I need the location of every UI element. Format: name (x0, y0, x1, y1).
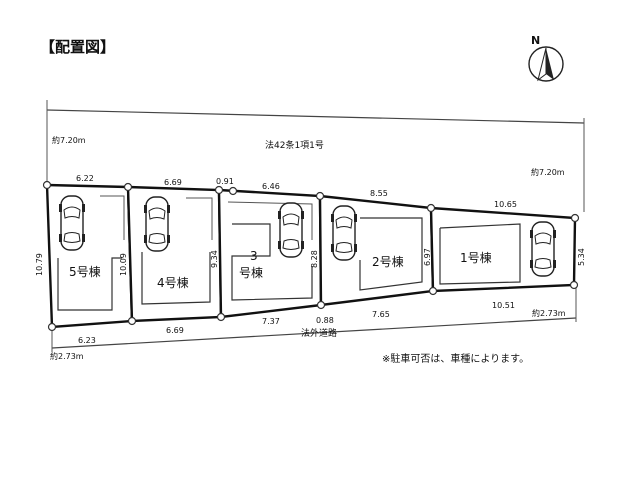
dim-bottom-5: 7.65 (372, 310, 390, 319)
dim-vertical-5: 6.97 (423, 248, 432, 266)
dim-vertical-1: 10.79 (35, 253, 44, 276)
parking-note: ※駐車可否は、車種によります。 (382, 352, 529, 365)
unit-label-3-line1: 3 (250, 249, 258, 263)
dim-top-2: 6.69 (164, 178, 182, 187)
unit-label-3-line2: 号棟 (239, 265, 263, 280)
dim-bottom-2: 6.69 (166, 326, 184, 335)
road-top-edge (46, 109, 585, 124)
road-bottom-edge (51, 317, 577, 349)
boundary-markers (42, 180, 580, 332)
car-icon (144, 196, 170, 252)
dim-top-4: 6.46 (262, 182, 280, 191)
dim-top-6: 10.65 (494, 200, 517, 209)
unit-label-2: 2号棟 (372, 254, 404, 269)
north-label: N (531, 34, 540, 47)
car-icon (331, 205, 357, 261)
car-icon (530, 221, 556, 277)
north-arrow-icon: N (528, 34, 564, 82)
lot-3 (217, 188, 323, 319)
dim-bottom-6: 10.51 (492, 301, 515, 310)
road-bottom-width-left: 約2.73m (50, 351, 84, 361)
road-top-name: 法42条1項1号 (265, 139, 324, 151)
dim-vertical-4: 8.28 (310, 250, 319, 268)
dim-top-1: 6.22 (76, 174, 94, 183)
dim-vertical-2: 10.09 (119, 253, 128, 276)
unit-label-1: 1号棟 (460, 250, 492, 265)
page-title: 【配置図】 (40, 38, 115, 56)
road-top-width-left: 約7.20m (52, 135, 86, 145)
dim-bottom-1: 6.23 (78, 336, 96, 345)
dim-vertical-3: 9.34 (210, 250, 219, 268)
unit-label-5: 5号棟 (69, 264, 101, 279)
car-icon (278, 202, 304, 258)
road-top-width-right: 約7.20m (531, 167, 565, 177)
car-icon (59, 195, 85, 251)
unit-label-4: 4号棟 (157, 275, 189, 290)
dim-vertical-6: 5.34 (577, 248, 586, 266)
dim-bottom-3: 7.37 (262, 317, 280, 326)
road-bottom-name: 法外道路 (301, 327, 337, 339)
dim-top-3: 0.91 (216, 177, 234, 186)
road-bottom-width-right: 約2.73m (532, 308, 566, 318)
dim-top-5: 8.55 (370, 189, 388, 198)
lot-4 (126, 185, 223, 323)
dim-bottom-4: 0.88 (316, 316, 334, 325)
